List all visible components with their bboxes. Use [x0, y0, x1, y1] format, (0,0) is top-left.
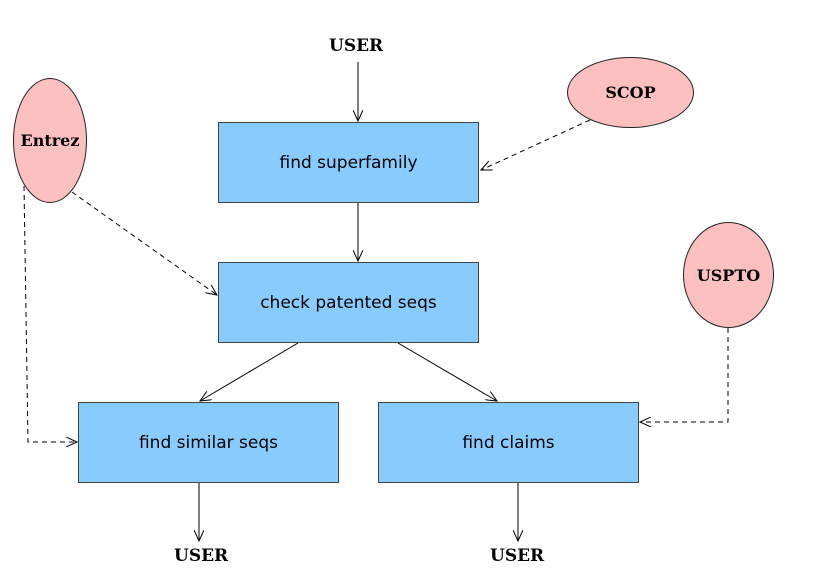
entrez-label: Entrez — [20, 131, 80, 150]
check-patented-label: check patented seqs — [260, 292, 437, 313]
arrow-entrez-to-similar — [23, 185, 77, 442]
user-bottom-right-label: USER — [490, 546, 545, 566]
uspto-ellipse: USPTO — [683, 222, 774, 328]
find-claims-box: find claims — [378, 402, 639, 483]
uspto-label: USPTO — [696, 265, 761, 285]
entrez-ellipse: Entrez — [13, 78, 87, 203]
find-similar-box: find similar seqs — [78, 402, 339, 483]
arrow-check-to-claims — [397, 342, 497, 401]
find-superfamily-box: find superfamily — [218, 122, 479, 203]
find-claims-label: find claims — [462, 432, 555, 453]
arrow-uspto-to-claims — [640, 328, 729, 422]
arrow-scop-to-superfamily — [481, 119, 591, 170]
arrow-entrez-to-check — [71, 191, 217, 295]
user-bottom-left-label: USER — [174, 546, 229, 566]
arrow-check-to-similar — [200, 342, 299, 401]
find-similar-label: find similar seqs — [138, 432, 279, 453]
scop-ellipse: SCOP — [567, 57, 694, 128]
user-top-label: USER — [329, 36, 384, 56]
find-superfamily-label: find superfamily — [279, 152, 418, 173]
scop-label: SCOP — [605, 83, 656, 102]
check-patented-box: check patented seqs — [218, 262, 479, 343]
